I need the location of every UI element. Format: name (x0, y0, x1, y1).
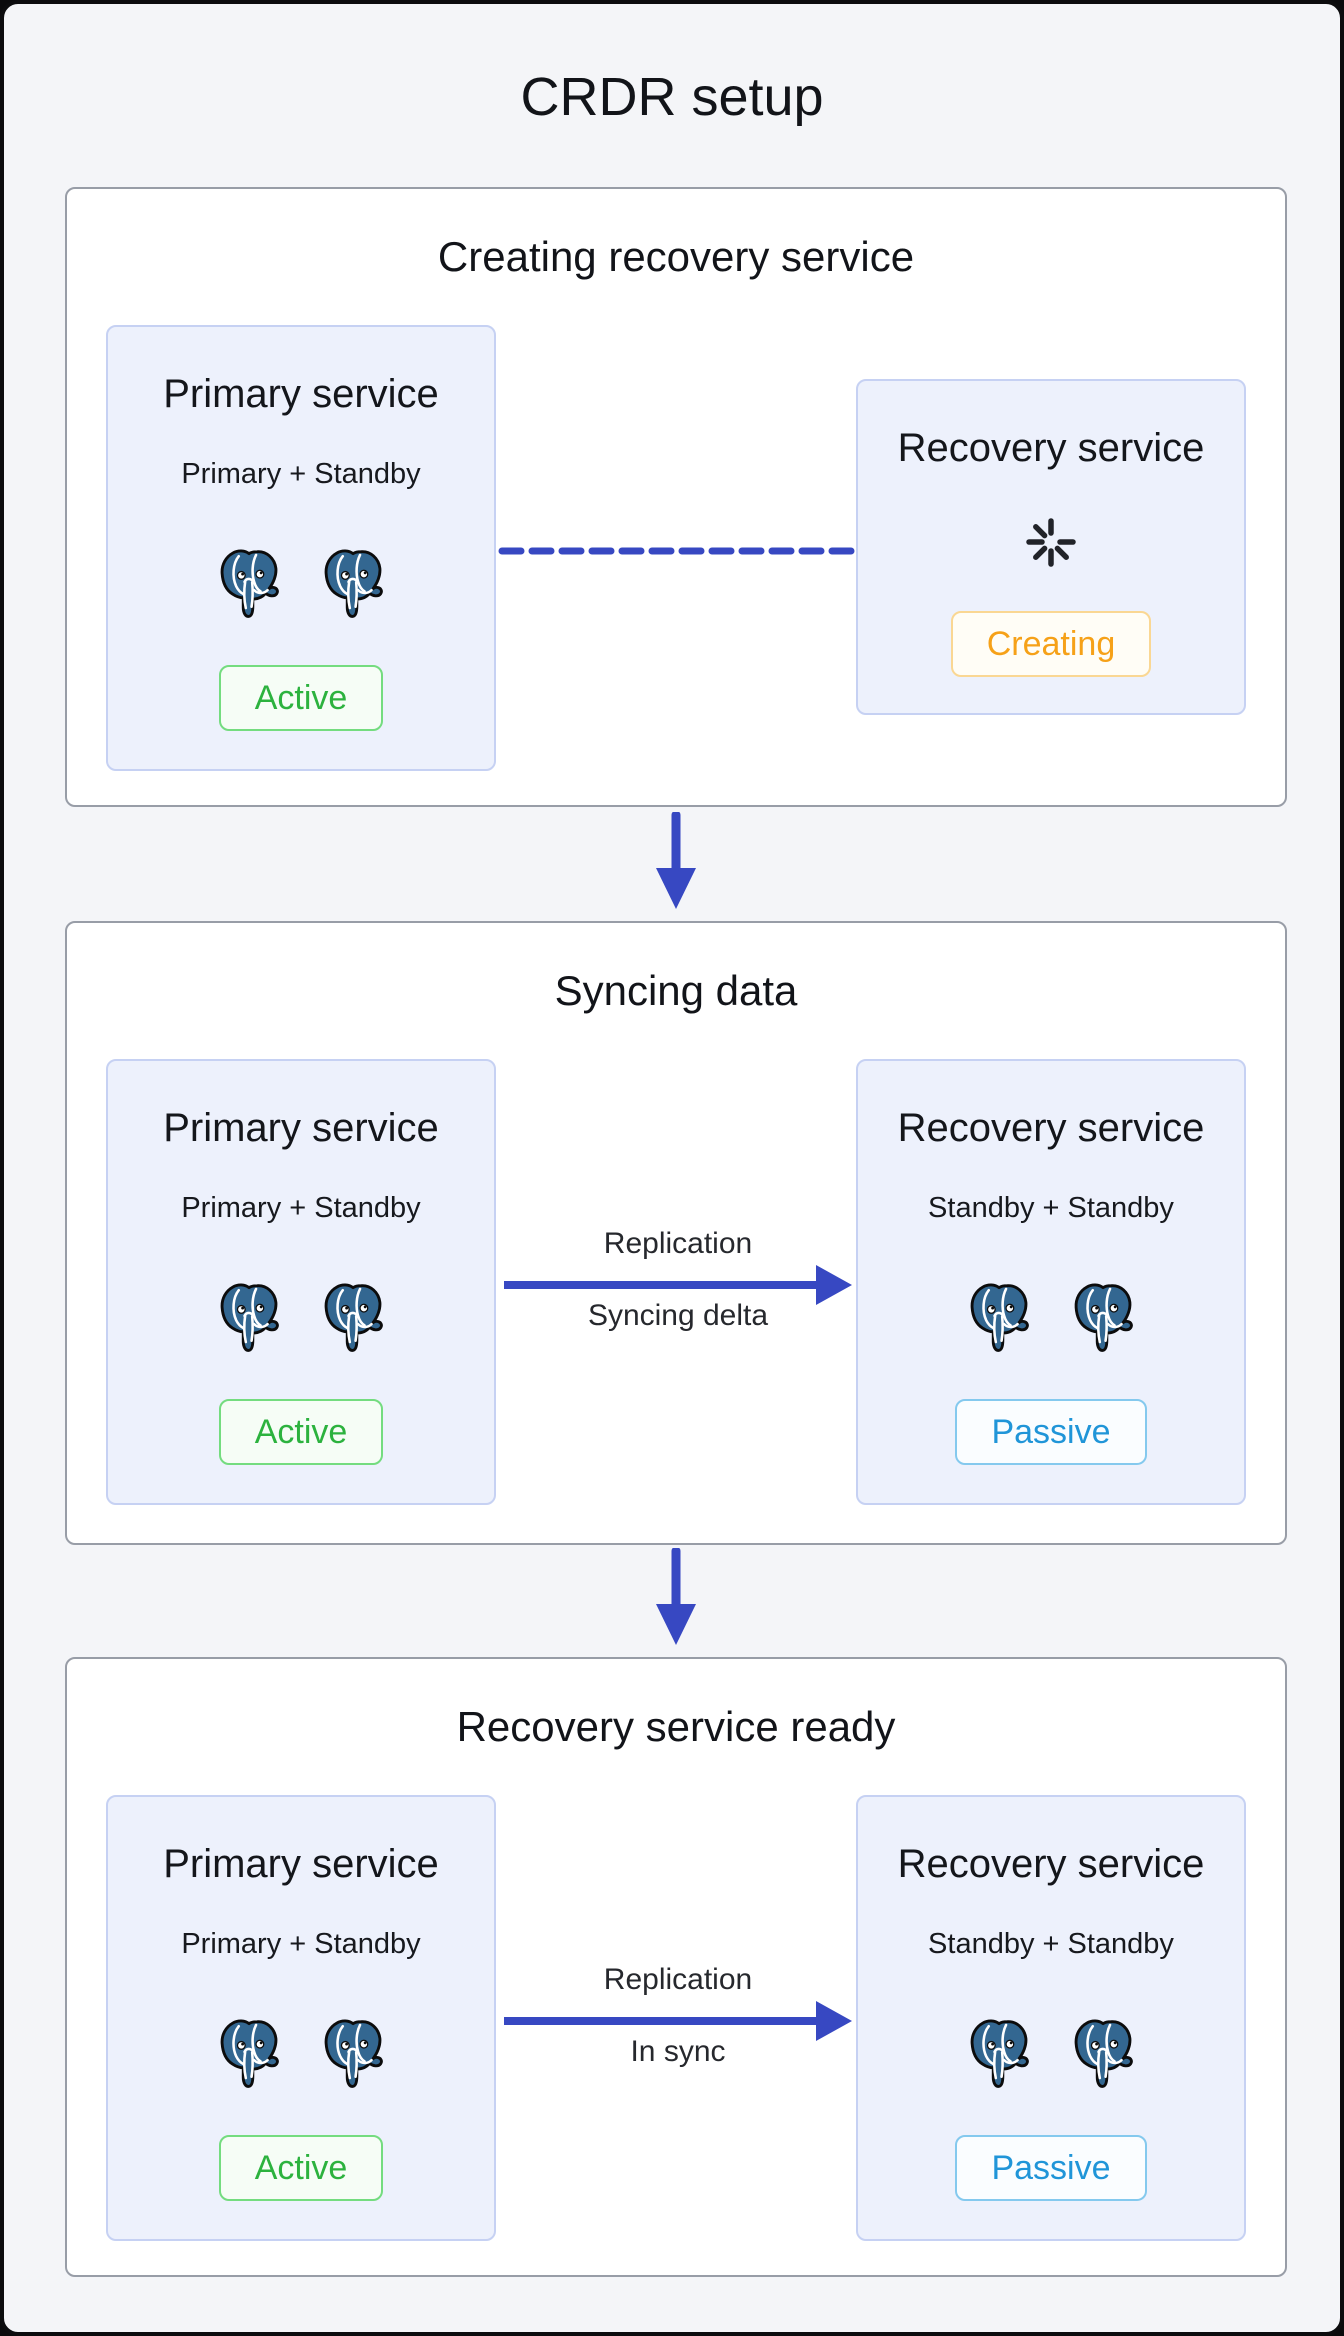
postgres-elephant-icon (217, 1283, 281, 1355)
stage-creating-recovery-service: Creating recovery service Primary servic… (65, 187, 1287, 807)
postgres-elephant-icon (321, 549, 385, 621)
card-subtitle: Primary + Standby (181, 1192, 421, 1224)
stage-syncing-data: Syncing data Primary service Primary + S… (65, 921, 1287, 1545)
replication-arrow (504, 2001, 852, 2041)
database-icons-row (858, 1283, 1244, 1355)
status-badge-passive: Passive (955, 2135, 1147, 2201)
card-subtitle: Standby + Standby (928, 1192, 1174, 1224)
status-badge-active: Active (218, 2135, 384, 2201)
stage-title: Creating recovery service (437, 233, 915, 280)
loading-spinner-icon (1024, 515, 1078, 569)
primary-service-card: Primary service Primary + Standby Active (106, 325, 496, 771)
replication-arrow (504, 1265, 852, 1305)
card-subtitle: Standby + Standby (928, 1928, 1174, 1960)
status-badge-active: Active (218, 1399, 384, 1465)
postgres-elephant-icon (967, 1283, 1031, 1355)
card-title: Primary service (163, 1106, 439, 1150)
status-badge-wrap: Active (108, 665, 494, 731)
status-badge-wrap: Creating (858, 611, 1244, 677)
card-title: Primary service (163, 372, 439, 416)
recovery-service-card: Recovery service Standby + Standby Passi… (856, 1059, 1246, 1505)
database-icons-row (858, 2019, 1244, 2091)
database-icons-row (108, 1283, 494, 1355)
sync-state-label: Syncing delta (587, 1299, 769, 1332)
card-subtitle: Primary + Standby (181, 1928, 421, 1960)
recovery-service-card: Recovery service Standby + Standby Passi… (856, 1795, 1246, 2241)
postgres-elephant-icon (217, 2019, 281, 2091)
down-arrow-icon (656, 812, 696, 909)
database-icons-row (108, 2019, 494, 2091)
card-title: Recovery service (897, 1842, 1205, 1886)
page-title: CRDR setup (520, 67, 824, 127)
postgres-elephant-icon (1071, 1283, 1135, 1355)
stage-title: Recovery service ready (456, 1703, 896, 1750)
postgres-elephant-icon (321, 2019, 385, 2091)
primary-service-card: Primary service Primary + Standby Active (106, 1795, 496, 2241)
postgres-elephant-icon (1071, 2019, 1135, 2091)
status-badge-wrap: Active (108, 2135, 494, 2201)
down-arrow-icon (656, 1548, 696, 1645)
sync-state-label: In sync (630, 2035, 726, 2068)
postgres-elephant-icon (321, 1283, 385, 1355)
replication-label: Replication (603, 1227, 753, 1260)
status-badge-passive: Passive (955, 1399, 1147, 1465)
postgres-elephant-icon (967, 2019, 1031, 2091)
status-badge-active: Active (218, 665, 384, 731)
card-title: Recovery service (897, 1106, 1205, 1150)
stage-recovery-service-ready: Recovery service ready Primary service P… (65, 1657, 1287, 2277)
postgres-elephant-icon (217, 549, 281, 621)
status-badge-wrap: Passive (858, 2135, 1244, 2201)
status-badge-creating: Creating (950, 611, 1152, 677)
primary-service-card: Primary service Primary + Standby Active (106, 1059, 496, 1505)
dashed-connector-line (498, 547, 858, 555)
spinner-wrap (858, 515, 1244, 569)
stage-title: Syncing data (554, 967, 798, 1014)
card-subtitle: Primary + Standby (181, 458, 421, 490)
recovery-service-card: Recovery service Creating (856, 379, 1246, 715)
database-icons-row (108, 549, 494, 621)
status-badge-wrap: Passive (858, 1399, 1244, 1465)
replication-label: Replication (603, 1963, 753, 1996)
card-title: Primary service (163, 1842, 439, 1886)
card-title: Recovery service (897, 426, 1205, 470)
status-badge-wrap: Active (108, 1399, 494, 1465)
